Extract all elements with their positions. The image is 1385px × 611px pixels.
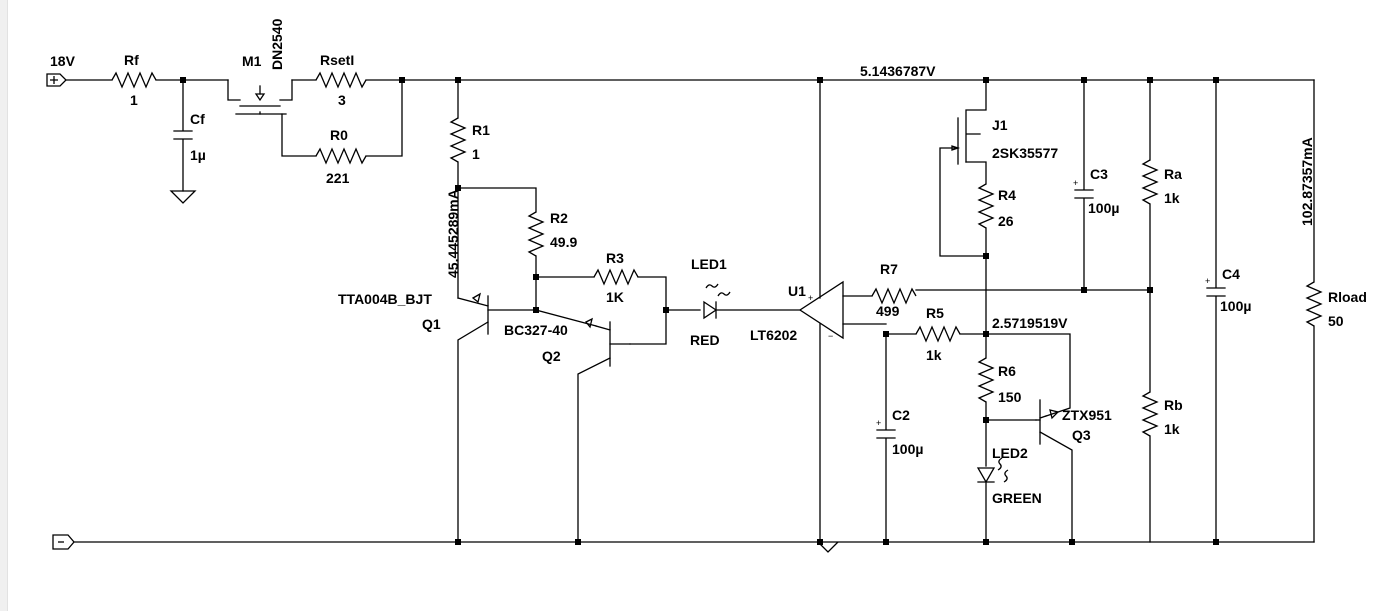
transistor-q2[interactable] bbox=[535, 309, 631, 543]
m1-ref: M1 bbox=[242, 53, 262, 69]
cf-value: 1µ bbox=[190, 147, 206, 163]
input-port-plus[interactable] bbox=[46, 73, 67, 87]
ra-ref: Ra bbox=[1164, 166, 1182, 182]
ground-symbol-cf bbox=[169, 190, 197, 204]
q2-ref: Q2 bbox=[542, 348, 561, 364]
r7-ref: R7 bbox=[880, 261, 898, 277]
resistor-rf[interactable] bbox=[111, 71, 157, 89]
r5-value: 1k bbox=[926, 347, 942, 363]
rload-ref: Rload bbox=[1328, 289, 1367, 305]
jfet-j1[interactable] bbox=[939, 79, 987, 257]
r2-value: 49.9 bbox=[550, 234, 577, 250]
rload-value: 50 bbox=[1328, 313, 1344, 329]
capacitor-cf[interactable] bbox=[173, 79, 193, 192]
resistor-r0[interactable] bbox=[315, 79, 403, 165]
transistor-q1[interactable] bbox=[457, 292, 537, 543]
led1-value: RED bbox=[690, 332, 720, 348]
r1-value: 1 bbox=[472, 146, 480, 162]
capacitor-c2[interactable]: + bbox=[876, 333, 896, 543]
resistor-r2[interactable] bbox=[527, 211, 545, 311]
load-current: 102.87357mA bbox=[1299, 137, 1315, 226]
rb-ref: Rb bbox=[1164, 397, 1183, 413]
r4-ref: R4 bbox=[998, 187, 1016, 203]
resistor-rb[interactable] bbox=[1141, 391, 1159, 543]
r1-ref: R1 bbox=[472, 122, 490, 138]
svg-text:+: + bbox=[876, 418, 881, 428]
r6-value: 150 bbox=[998, 389, 1022, 405]
rb-value: 1k bbox=[1164, 421, 1180, 437]
mosfet-m1[interactable] bbox=[227, 79, 317, 157]
resistor-r6[interactable] bbox=[977, 357, 1037, 467]
c4-value: 100µ bbox=[1220, 298, 1251, 314]
c3-ref: C3 bbox=[1090, 166, 1108, 182]
input-voltage-label: 18V bbox=[50, 53, 76, 69]
q1-model: TTA004B_BJT bbox=[338, 291, 432, 307]
j1-model: 2SK35577 bbox=[992, 145, 1058, 161]
q3-ref: Q3 bbox=[1072, 427, 1091, 443]
c2-ref: C2 bbox=[892, 407, 910, 423]
ra-value: 1k bbox=[1164, 190, 1180, 206]
resistor-rload[interactable] bbox=[1305, 79, 1323, 543]
r7-value: 499 bbox=[876, 303, 900, 319]
resistor-r5[interactable] bbox=[885, 325, 1071, 417]
wire-r1-to-r2 bbox=[457, 187, 537, 213]
resistor-r1[interactable] bbox=[449, 79, 467, 299]
cf-ref: Cf bbox=[190, 111, 205, 127]
c4-ref: C4 bbox=[1222, 266, 1240, 282]
svg-text:+: + bbox=[808, 293, 813, 303]
r5-ref: R5 bbox=[926, 305, 944, 321]
transistor-q3[interactable] bbox=[1035, 399, 1073, 543]
input-port-minus[interactable] bbox=[52, 534, 75, 550]
led2-value: GREEN bbox=[992, 490, 1042, 506]
left-gutter bbox=[0, 0, 8, 611]
rf-value: 1 bbox=[130, 92, 138, 108]
svg-text:+: + bbox=[1073, 178, 1078, 188]
capacitor-c3[interactable]: + bbox=[1073, 79, 1094, 291]
r0-value: 221 bbox=[326, 170, 350, 186]
q1-ref: Q1 bbox=[422, 316, 441, 332]
r3-value: 1K bbox=[606, 289, 624, 305]
r6-ref: R6 bbox=[998, 363, 1016, 379]
j1-ref: J1 bbox=[992, 117, 1008, 133]
u1-ref: U1 bbox=[788, 283, 806, 299]
u1-model: LT6202 bbox=[750, 327, 797, 343]
rseti-ref: RsetI bbox=[320, 52, 354, 68]
opamp-u1[interactable]: + − bbox=[798, 79, 887, 553]
r4-value: 26 bbox=[998, 213, 1014, 229]
q3-model: ZTX951 bbox=[1062, 407, 1112, 423]
q2-model: BC327-40 bbox=[504, 322, 568, 338]
led-led2[interactable] bbox=[976, 457, 1009, 543]
led1-ref: LED1 bbox=[691, 256, 727, 272]
m1-model: DN2540 bbox=[269, 18, 285, 70]
r1-current: 45.445289mA bbox=[445, 189, 461, 278]
resistor-ra[interactable] bbox=[1141, 79, 1159, 393]
rseti-value: 3 bbox=[338, 92, 346, 108]
c2-value: 100µ bbox=[892, 441, 923, 457]
rf-ref: Rf bbox=[124, 52, 139, 68]
r3-ref: R3 bbox=[606, 250, 624, 266]
r0-ref: R0 bbox=[330, 127, 348, 143]
node-voltage-top: 5.1436787V bbox=[860, 63, 936, 79]
junction-dots bbox=[180, 77, 1219, 545]
led2-ref: LED2 bbox=[992, 445, 1028, 461]
led-led1[interactable] bbox=[665, 283, 801, 320]
resistor-rseti[interactable] bbox=[315, 71, 367, 89]
svg-text:+: + bbox=[1205, 276, 1210, 286]
resistor-r7[interactable] bbox=[871, 287, 1151, 305]
svg-text:−: − bbox=[828, 331, 833, 341]
c3-value: 100µ bbox=[1088, 200, 1119, 216]
r2-ref: R2 bbox=[550, 210, 568, 226]
node-voltage-mid: 2.5719519V bbox=[992, 315, 1068, 331]
capacitor-c4[interactable]: + bbox=[1205, 79, 1226, 543]
